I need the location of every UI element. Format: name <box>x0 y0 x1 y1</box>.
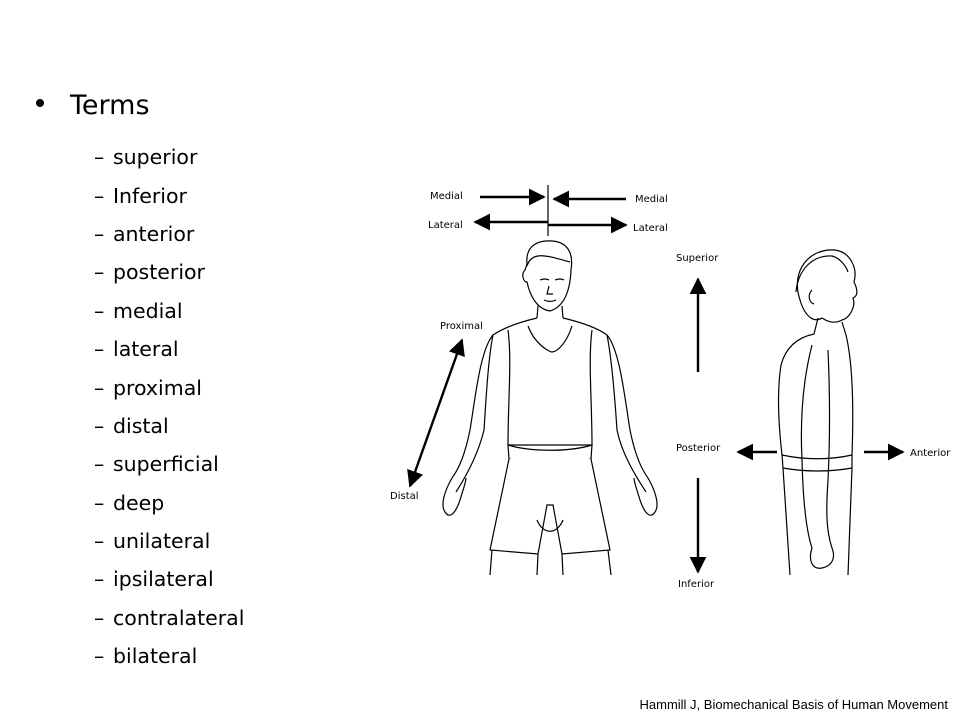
slide-heading: Terms <box>70 90 150 121</box>
terms-list: –superior –Inferior –anterior –posterior… <box>94 138 244 675</box>
list-item: –medial <box>94 292 244 330</box>
term-label: anterior <box>113 221 195 246</box>
source-citation: Hammill J, Biomechanical Basis of Human … <box>639 697 949 712</box>
superior-inferior-arrows: Superior Inferior <box>676 253 719 590</box>
list-item: –contralateral <box>94 599 244 637</box>
term-label: proximal <box>113 375 202 400</box>
side-body-figure <box>777 249 858 576</box>
inferior-label: Inferior <box>678 579 715 590</box>
dash-icon: – <box>94 260 105 285</box>
dash-icon: – <box>94 375 105 400</box>
term-label: medial <box>113 298 183 323</box>
front-body-figure <box>442 240 658 576</box>
term-label: posterior <box>113 260 205 285</box>
dash-icon: – <box>94 452 105 477</box>
distal-label: Distal <box>390 491 419 502</box>
dash-icon: – <box>94 183 105 208</box>
proximal-distal-arrow: Proximal Distal <box>390 321 483 502</box>
lateral-label-right: Lateral <box>633 223 668 234</box>
medial-label-right: Medial <box>635 194 668 205</box>
posterior-label: Posterior <box>676 443 721 454</box>
list-item: –lateral <box>94 330 244 368</box>
medial-label-left: Medial <box>430 191 463 202</box>
anatomy-illustration: Medial Medial Lateral Lateral Proximal D… <box>390 185 951 590</box>
list-item: –posterior <box>94 253 244 291</box>
term-label: bilateral <box>113 644 198 669</box>
term-label: unilateral <box>113 529 211 554</box>
dash-icon: – <box>94 644 105 669</box>
list-item: –Inferior <box>94 176 244 214</box>
dash-icon: – <box>94 605 105 630</box>
term-label: ipsilateral <box>113 567 214 592</box>
dash-icon: – <box>94 529 105 554</box>
superior-label: Superior <box>676 253 719 264</box>
dash-icon: – <box>94 221 105 246</box>
list-item: –unilateral <box>94 522 244 560</box>
list-item: –anterior <box>94 215 244 253</box>
term-label: distal <box>113 413 169 438</box>
proximal-distal-arrow-line <box>407 338 465 488</box>
posterior-anterior-arrows: Posterior Anterior <box>676 443 951 461</box>
list-item: –superior <box>94 138 244 176</box>
term-label: deep <box>113 490 165 515</box>
dash-icon: – <box>94 413 105 438</box>
list-item: –deep <box>94 484 244 522</box>
term-label: superficial <box>113 452 219 477</box>
dash-icon: – <box>94 145 105 170</box>
bullet-icon <box>36 99 44 107</box>
term-label: superior <box>113 145 198 170</box>
list-item: –ipsilateral <box>94 560 244 598</box>
proximal-label: Proximal <box>440 321 483 332</box>
list-item: –proximal <box>94 368 244 406</box>
list-item: –bilateral <box>94 637 244 675</box>
term-label: contralateral <box>113 605 245 630</box>
lateral-label-left: Lateral <box>428 220 463 231</box>
anterior-label: Anterior <box>910 448 951 459</box>
medial-lateral-arrows: Medial Medial Lateral Lateral <box>428 185 668 236</box>
dash-icon: – <box>94 298 105 323</box>
term-label: lateral <box>113 337 179 362</box>
dash-icon: – <box>94 337 105 362</box>
dash-icon: – <box>94 490 105 515</box>
dash-icon: – <box>94 567 105 592</box>
anatomical-directions-figure: Medial Medial Lateral Lateral Proximal D… <box>380 168 960 608</box>
list-item: –superficial <box>94 445 244 483</box>
term-label: Inferior <box>113 183 187 208</box>
list-item: –distal <box>94 407 244 445</box>
